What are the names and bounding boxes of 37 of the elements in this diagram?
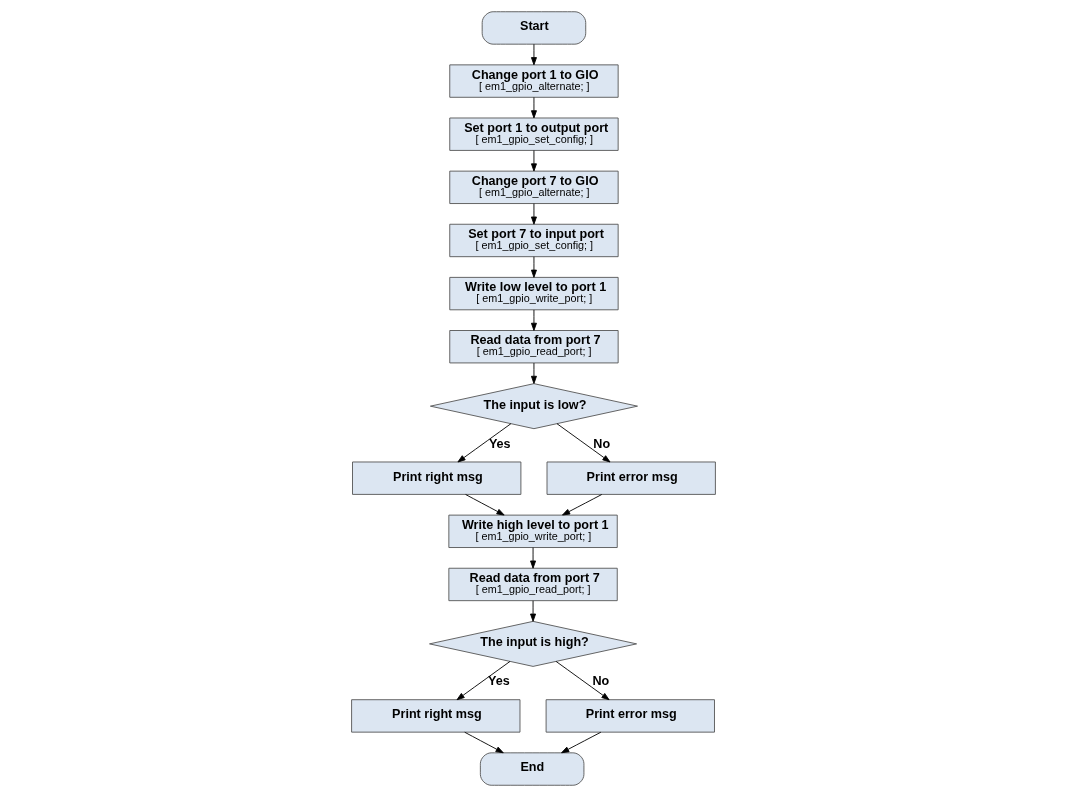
node-box: Set port 1 to output port [ em1_gpio_set_config; ] [449,117,619,151]
arrow [530,362,537,384]
node-diamond: The input is low? [429,383,638,430]
arrow [530,43,537,66]
node-box: Print right msg [351,699,521,733]
arrow [561,731,602,754]
node-box: Set port 7 to input port [ em1_gpio_set_config; ] [449,223,619,258]
arrow [530,256,537,278]
node-box: Read data from port 7 [ em1_gpio_read_port; ] [448,567,618,602]
node-box: Print right msg [352,461,522,495]
arrow [555,660,610,701]
arrow [530,600,537,622]
node-box: Write high level to port 1 [ em1_gpio_write_port; ] [448,514,618,548]
arrow [465,494,505,516]
arrow [530,547,537,569]
arrow [556,423,611,463]
arrow [464,731,504,754]
arrow [562,494,603,516]
node-box: Start [481,11,587,45]
node-box: Change port 7 to GIO [ em1_gpio_alternate; ] [449,170,619,204]
edge-label: No [592,674,610,689]
node-diamond: The input is high? [429,620,638,667]
arrow [530,150,537,172]
node-box: Write low level to port 1 [ em1_gpio_write_port; ] [449,276,619,311]
arrow [530,203,537,225]
edge-label: Yes [488,674,510,689]
arrow [530,309,537,331]
arrow [456,660,511,701]
arrow [457,423,512,463]
arrow [530,96,537,119]
node-box: Print error msg [546,461,716,495]
edge-label: Yes [488,436,511,451]
node-box: Read data from port 7 [ em1_gpio_read_port; ] [449,330,619,364]
edge-label: No [593,436,611,451]
node-box: Print error msg [545,699,715,733]
node-box: Change port 1 to GIO [ em1_gpio_alternate; ] [449,64,619,98]
node-box: End [479,752,585,786]
